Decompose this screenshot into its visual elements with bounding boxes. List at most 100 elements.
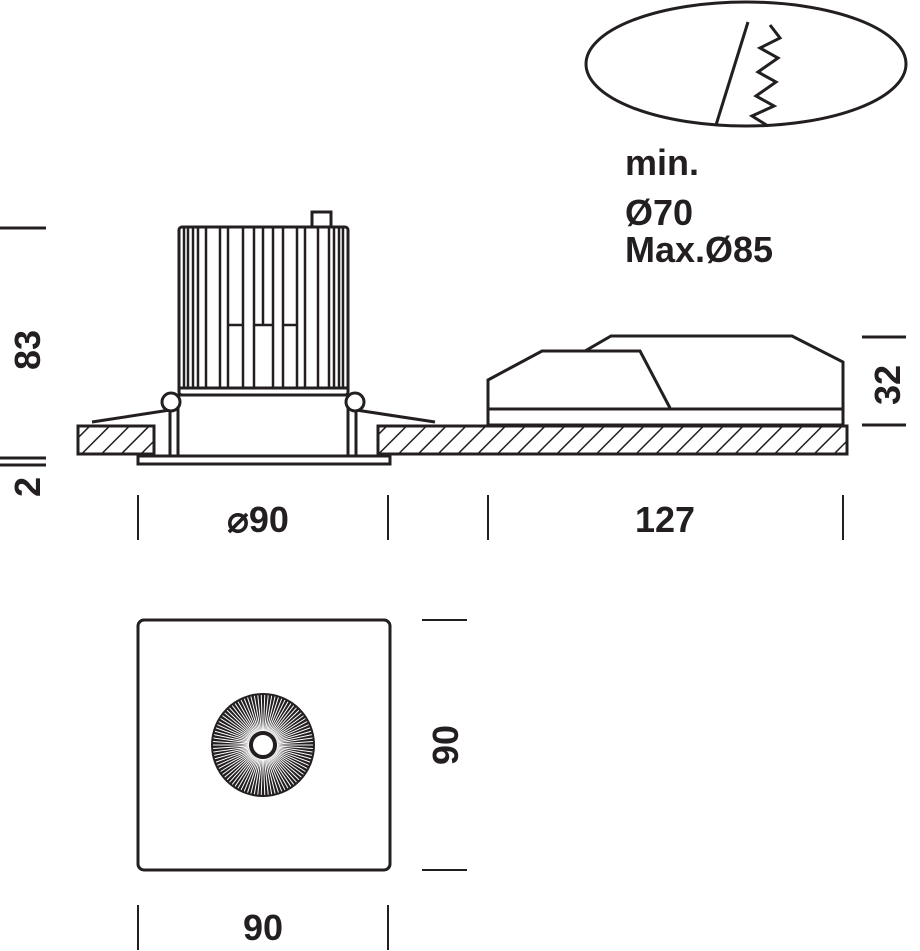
louver-fin	[234, 756, 256, 787]
louver-fin	[229, 755, 255, 783]
louver-fin	[275, 724, 309, 740]
louver-fin	[273, 712, 302, 737]
height-label: 83	[7, 330, 48, 370]
louver-fin	[262, 758, 266, 795]
louver-fin	[273, 753, 302, 778]
louver-fin	[276, 746, 313, 753]
louver-fin	[276, 748, 312, 760]
louver-fin	[275, 727, 311, 741]
louver-fin	[264, 758, 273, 795]
ceiling-left	[76, 424, 156, 456]
louver-fin	[275, 721, 308, 739]
bottom-height-dimension-lines	[137, 619, 467, 950]
louver-fin	[250, 758, 261, 794]
louver-fin	[247, 758, 260, 793]
louver-fin	[240, 757, 258, 791]
louver-fin	[263, 758, 269, 795]
driver-height-label: 32	[867, 365, 908, 405]
louver-fin	[276, 747, 313, 756]
louver-fin	[240, 699, 258, 733]
cutout-min-label: min.	[625, 142, 699, 183]
louver-fin	[218, 721, 251, 739]
louver-fin	[265, 758, 276, 794]
louver-fin	[271, 755, 295, 785]
louver-fin	[220, 718, 252, 739]
driver-height-dimension-lines	[862, 335, 906, 427]
louver-fin	[260, 695, 264, 732]
diameter-label: ⌀90	[227, 499, 289, 540]
louver-fin	[266, 758, 279, 793]
louver-fin	[237, 756, 257, 789]
driver-box	[486, 334, 845, 427]
louver-fin	[269, 756, 289, 789]
bottom-view	[136, 618, 392, 872]
louver-fin	[229, 707, 255, 735]
louver-fin	[213, 734, 250, 743]
louver-fin	[274, 751, 306, 772]
louver-fin	[276, 741, 313, 745]
louver-fin	[222, 715, 252, 738]
louver-fin	[253, 758, 262, 795]
louver-fin	[220, 751, 252, 772]
louver-fin	[272, 709, 300, 736]
louver-fin	[213, 747, 250, 756]
louver-fin	[215, 727, 251, 741]
louver-fin	[260, 758, 264, 795]
louver-fin	[264, 695, 273, 732]
louver-fin	[213, 737, 250, 744]
louver-fin	[243, 698, 259, 733]
downlight-side-view	[91, 225, 436, 466]
louver-fin	[237, 701, 257, 734]
louver-fin	[267, 757, 283, 792]
louver-fin	[271, 705, 295, 735]
louver-fin	[231, 705, 255, 735]
louver-fin	[218, 751, 251, 769]
ceiling-right	[376, 424, 849, 456]
louver-fin	[270, 703, 292, 734]
louver-fin	[272, 754, 300, 781]
louver-fin	[213, 745, 250, 749]
louver-fin	[268, 699, 286, 733]
louver-fin	[276, 745, 313, 749]
lens	[251, 733, 275, 757]
louver-fin	[271, 755, 297, 783]
louver-fin	[263, 695, 269, 732]
louver-fin	[262, 695, 266, 732]
louver-fin	[257, 695, 263, 732]
louver-fin	[269, 701, 289, 734]
louver-fin	[224, 753, 253, 778]
louver-fin	[253, 695, 262, 732]
width-dimension-ticks	[137, 495, 844, 540]
louver-fin	[270, 756, 292, 787]
louver-fin	[217, 724, 251, 740]
louver-fin	[226, 709, 254, 736]
louver-fin	[231, 755, 255, 785]
ceiling-cutout-detail	[584, 0, 908, 128]
louver-fin	[274, 715, 304, 738]
louver-fin	[276, 737, 313, 744]
louver-fin	[213, 741, 250, 745]
trim-thickness-label: 2	[7, 477, 48, 497]
driver-length-label: 127	[635, 499, 695, 540]
bottom-width-label: 90	[243, 907, 283, 948]
louver-fin	[214, 730, 250, 742]
cutout-min-diameter: Ø70	[625, 192, 693, 233]
louver-fin	[222, 752, 252, 775]
louver-fin	[213, 746, 250, 753]
louver-fin	[274, 752, 304, 775]
louver-fin	[243, 757, 259, 792]
louver-fin	[276, 730, 312, 742]
louver-fin	[276, 734, 313, 743]
louver-fin	[275, 749, 311, 763]
louver-fin	[274, 718, 306, 739]
louver-fin	[214, 748, 250, 760]
cable	[310, 183, 489, 400]
louver-fin	[234, 703, 256, 734]
louver-fin	[271, 707, 297, 735]
louver-fin	[226, 754, 254, 781]
louver-fin	[275, 750, 309, 766]
louver-fin	[266, 697, 279, 732]
bottom-height-label: 90	[425, 725, 466, 765]
louver-fin	[217, 750, 251, 766]
